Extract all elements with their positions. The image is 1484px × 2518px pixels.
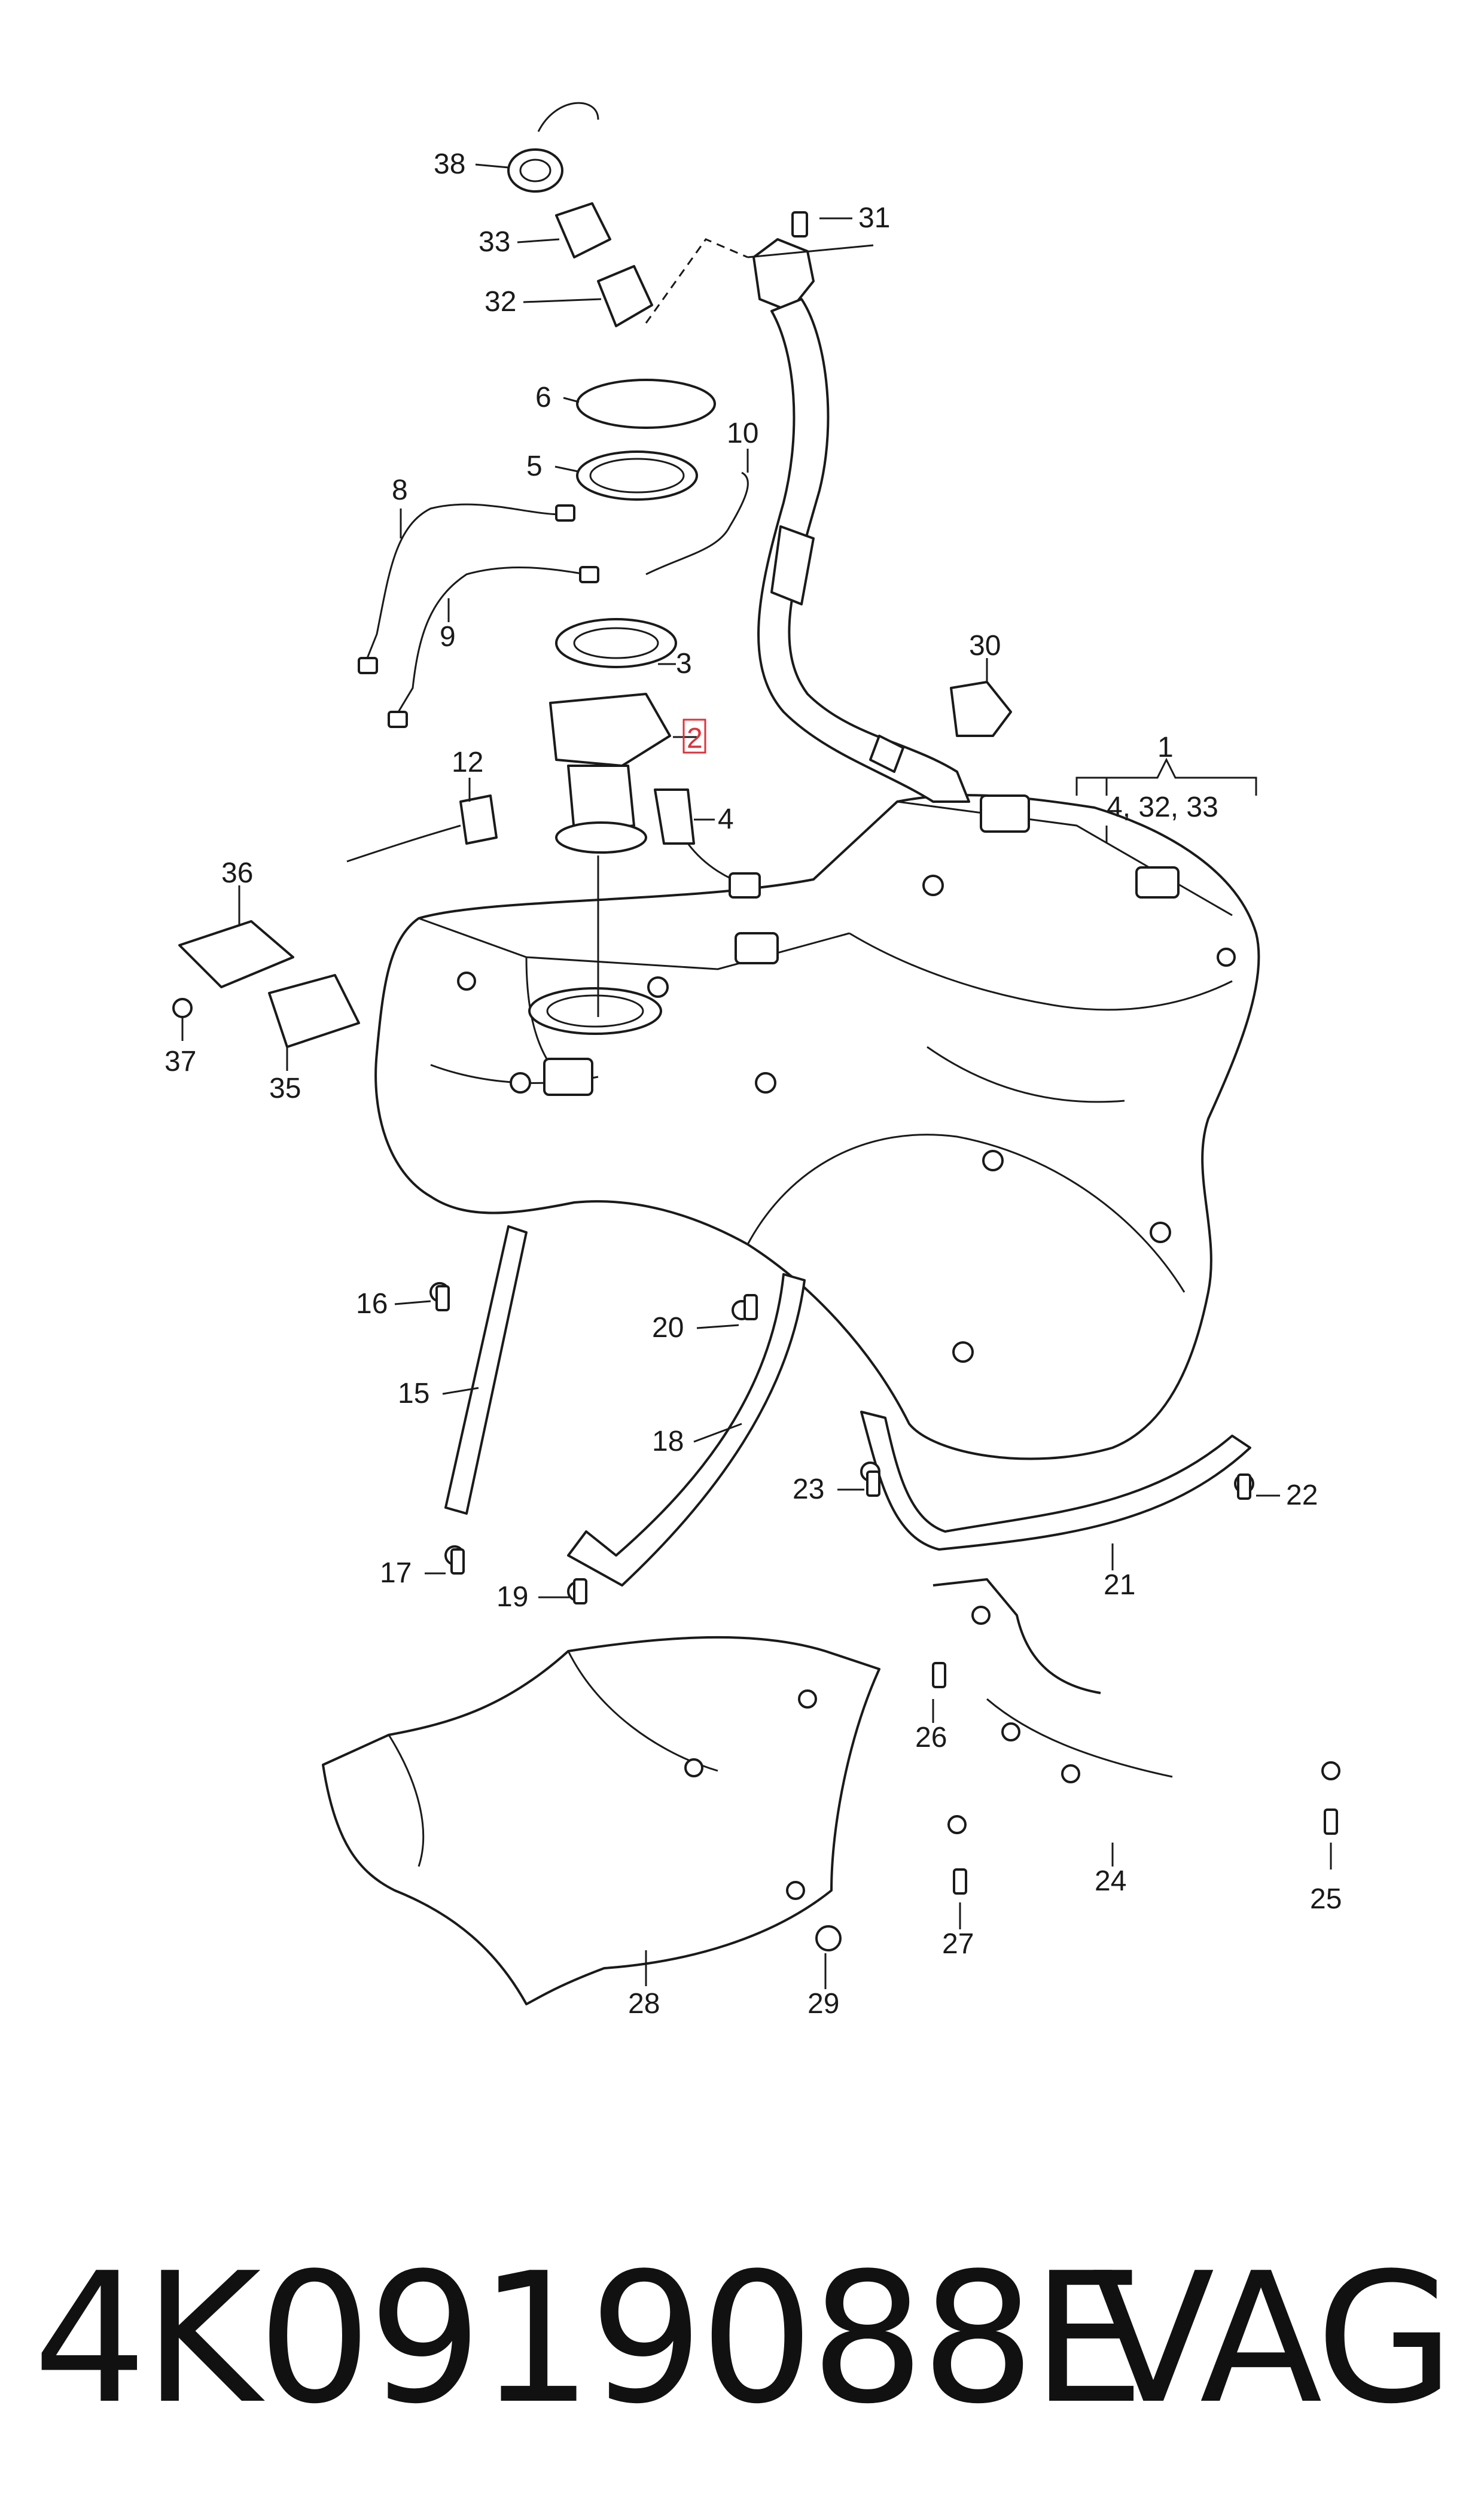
callout-4: 4: [718, 803, 734, 835]
callout-29: 29: [807, 1988, 839, 2020]
callout-33: 33: [479, 226, 510, 258]
callout-5: 5: [526, 450, 543, 482]
callout-32: 32: [484, 286, 516, 318]
callout-31: 31: [858, 202, 890, 234]
callout-27: 27: [942, 1928, 974, 1960]
callout-8: 8: [392, 474, 408, 506]
tank-strap-center: [567, 1273, 806, 1601]
callout-17: 17: [380, 1557, 412, 1589]
callout-1: 1: [1157, 732, 1174, 763]
leader-lines: [181, 163, 1332, 1989]
callout-12: 12: [452, 747, 483, 778]
callout-37: 37: [164, 1046, 196, 1077]
callout-36: 36: [221, 857, 253, 889]
callout-9: 9: [440, 621, 456, 653]
callout-38: 38: [434, 148, 465, 180]
filler-cap-assembly: [507, 102, 748, 327]
callout-10: 10: [727, 418, 758, 449]
heat-shield-left: [322, 1636, 880, 2005]
callout-35: 35: [269, 1073, 301, 1104]
callout-23: 23: [793, 1473, 824, 1505]
callout-16: 16: [356, 1288, 388, 1320]
callout-2: 2: [687, 723, 703, 754]
fuel-pump-assembly: [549, 379, 761, 1017]
control-unit: [172, 920, 360, 1048]
callout-28: 28: [628, 1988, 660, 2020]
exploded-parts-diagram: 1 4, 32, 33 2 3 4 5 6 8 9 10 12 15 16 17…: [164, 102, 1342, 2020]
tank-strap-left: [429, 1225, 528, 1566]
callout-6: 6: [535, 382, 551, 413]
brand-name: VAG: [1092, 2234, 1455, 2443]
callout-15: 15: [398, 1378, 429, 1409]
bolts: [435, 211, 1338, 1895]
callout-18: 18: [652, 1426, 684, 1457]
callout-26: 26: [915, 1722, 947, 1753]
callout-19: 19: [496, 1581, 528, 1613]
part-number: 4K0919088E: [33, 2234, 1145, 2443]
callout-22: 22: [1286, 1479, 1318, 1511]
callout-25: 25: [1310, 1883, 1342, 1915]
fuel-tank: [374, 794, 1260, 1460]
heat-shield-right: [933, 1578, 1340, 1834]
callout-labels: 1 4, 32, 33 2 3 4 5 6 8 9 10 12 15 16 17…: [164, 148, 1342, 2020]
fuel-lines: [346, 471, 749, 863]
callout-20: 20: [652, 1312, 684, 1344]
filler-neck: [747, 238, 970, 803]
callout-2-highlight: [682, 718, 706, 754]
callout-24: 24: [1095, 1865, 1126, 1897]
callout-1-includes: 4, 32, 33: [1107, 791, 1218, 823]
callout-21: 21: [1104, 1569, 1135, 1601]
sensor-30: [950, 681, 1012, 737]
callout-3: 3: [676, 648, 692, 680]
callout-30: 30: [969, 630, 1001, 662]
